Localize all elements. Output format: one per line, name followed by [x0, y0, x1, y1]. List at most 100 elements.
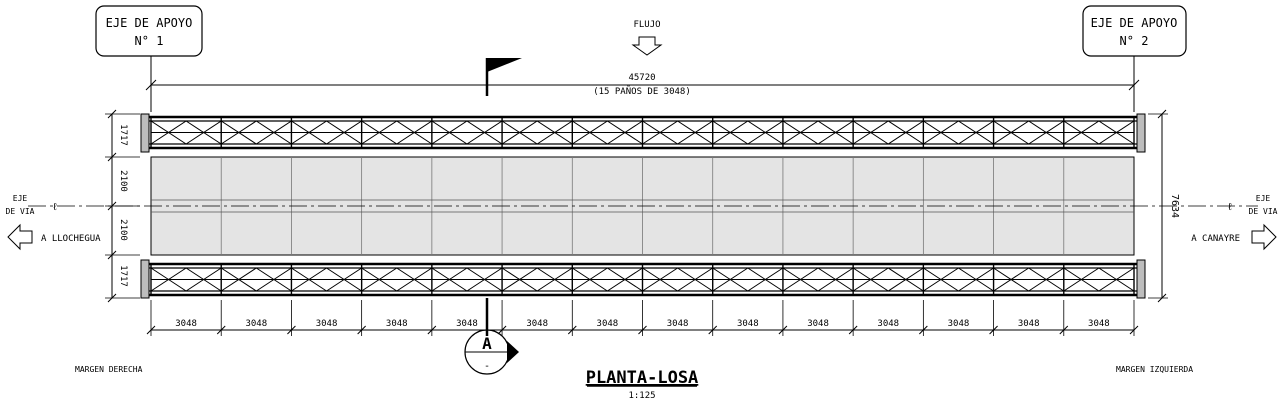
margin-left: MARGEN DERECHA — [75, 365, 143, 374]
axis-right-mark: ℓ — [1227, 202, 1233, 213]
support-left-line1: EJE DE APOYO — [106, 16, 193, 30]
axis-right-label-1: EJE — [1256, 194, 1271, 203]
truss-bottom — [147, 262, 1138, 297]
truss-diagonal — [923, 120, 959, 145]
axis-left-mark: ℓ — [52, 202, 58, 213]
support-label-right: EJE DE APOYO N° 2 — [1082, 5, 1187, 57]
truss-diagonal — [607, 267, 643, 292]
direction-right: A CANAYRE — [1191, 234, 1240, 244]
title-scale: 1:125 — [628, 391, 655, 401]
truss-diagonal — [782, 267, 819, 292]
truss-diagonal — [642, 120, 678, 145]
truss-diagonal — [1098, 267, 1135, 292]
truss-diagonal — [396, 120, 433, 145]
truss-diagonal — [150, 120, 187, 145]
panel-dim-label: 3048 — [316, 319, 338, 329]
truss-diagonal — [1063, 120, 1100, 145]
truss-diagonal — [993, 120, 1029, 145]
panel-dim-tick — [638, 325, 647, 335]
truss-diagonal — [852, 120, 889, 145]
truss-diagonal — [642, 267, 678, 292]
panel-dim-label: 3048 — [597, 319, 619, 329]
panel-dim-tick — [989, 325, 998, 335]
left-dimension-chain: 1717 2100 2100 1717 — [105, 109, 140, 303]
truss-diagonal — [782, 120, 819, 145]
panel-dim-tick — [146, 325, 156, 335]
support-right-line1: EJE DE APOYO — [1091, 16, 1178, 30]
flow-arrow-icon — [631, 36, 663, 56]
panel-dim-label: 3048 — [456, 319, 478, 329]
truss-diagonal — [572, 120, 608, 145]
truss-diagonal — [677, 267, 713, 292]
truss-diagonal — [958, 267, 994, 292]
section-letter: A — [482, 334, 492, 353]
truss-diagonal — [326, 267, 362, 292]
truss-diagonal — [326, 120, 362, 145]
drawing-title: PLANTA-LOSA 1:125 — [586, 368, 699, 401]
truss-diagonal — [817, 267, 854, 292]
right-dim-total: 7634 — [1169, 194, 1180, 218]
panel-dimension-chain: 3048 3048 3048 3048 3048 3048 3048 3048 3048 3048… — [146, 300, 1139, 336]
truss-diagonal — [887, 120, 924, 145]
panel-dim-label: 3048 — [807, 319, 829, 329]
left-dim-3: 2100 — [118, 219, 128, 241]
truss-diagonal — [501, 267, 538, 292]
truss-diagonal — [256, 267, 292, 292]
overall-dim-detail: (15 PAÑOS DE 3048) — [593, 86, 691, 97]
panel-dim-tick — [427, 325, 437, 335]
truss-diagonal — [677, 120, 713, 145]
panel-dim-tick — [567, 325, 577, 335]
right-dimension: 7634 — [1148, 109, 1180, 303]
truss-diagonal — [291, 120, 327, 145]
truss-diagonal — [607, 120, 643, 145]
support-label-left: EJE DE APOYO N° 1 — [95, 5, 203, 57]
truss-diagonal — [1028, 120, 1065, 145]
truss-diagonal — [536, 267, 573, 292]
panel-dim-tick — [1059, 325, 1069, 335]
overall-dimension: 45720 (15 PAÑOS DE 3048) — [145, 73, 1140, 97]
panel-dim-label: 3048 — [877, 319, 899, 329]
left-dim-2: 2100 — [118, 170, 128, 192]
panel-dim-label: 3048 — [1088, 319, 1110, 329]
panel-dim-tick — [357, 325, 366, 335]
panel-dim-tick — [1129, 325, 1139, 335]
axis-right-label-2: DE VIA — [1249, 207, 1278, 216]
support-left-line2: N° 1 — [135, 34, 164, 48]
truss-diagonal — [572, 267, 608, 292]
title-main: PLANTA-LOSA — [586, 368, 699, 388]
panel-dim-label: 3048 — [1018, 319, 1040, 329]
direction-left: A LLOCHEGUA — [41, 234, 101, 244]
support-right-line2: N° 2 — [1120, 34, 1149, 48]
section-marker[interactable]: A - — [464, 329, 519, 375]
panel-dim-label: 3048 — [737, 319, 759, 329]
truss-diagonal — [852, 267, 889, 292]
section-arrow-icon — [507, 341, 519, 363]
left-dim-4: 1717 — [118, 265, 128, 287]
truss-diagonal — [817, 120, 854, 145]
truss-diagonal — [923, 267, 959, 292]
truss-diagonal — [536, 120, 573, 145]
truss-diagonal — [150, 267, 187, 292]
truss-diagonal — [747, 267, 784, 292]
truss-diagonal — [747, 120, 784, 145]
truss-diagonal — [256, 120, 292, 145]
arrow-right-icon — [1251, 223, 1277, 251]
truss-diagonal — [396, 267, 433, 292]
flow-indicator: FLUJO — [631, 20, 663, 56]
overall-dim-total: 45720 — [628, 73, 655, 83]
truss-diagonal — [291, 267, 327, 292]
panel-dim-label: 3048 — [386, 319, 408, 329]
truss-diagonal — [712, 120, 749, 145]
truss-diagonal — [993, 267, 1029, 292]
panel-dim-label: 3048 — [526, 319, 548, 329]
panel-dim-tick — [497, 325, 507, 335]
flow-label: FLUJO — [633, 20, 660, 30]
arrow-left-icon — [7, 223, 33, 251]
panel-dim-label: 3048 — [245, 319, 267, 329]
truss-diagonal — [185, 267, 222, 292]
truss-diagonal — [361, 120, 398, 145]
panel-dim-tick — [216, 325, 226, 335]
truss-diagonal — [220, 120, 257, 145]
truss-diagonal — [466, 267, 503, 292]
truss-diagonal — [185, 120, 222, 145]
